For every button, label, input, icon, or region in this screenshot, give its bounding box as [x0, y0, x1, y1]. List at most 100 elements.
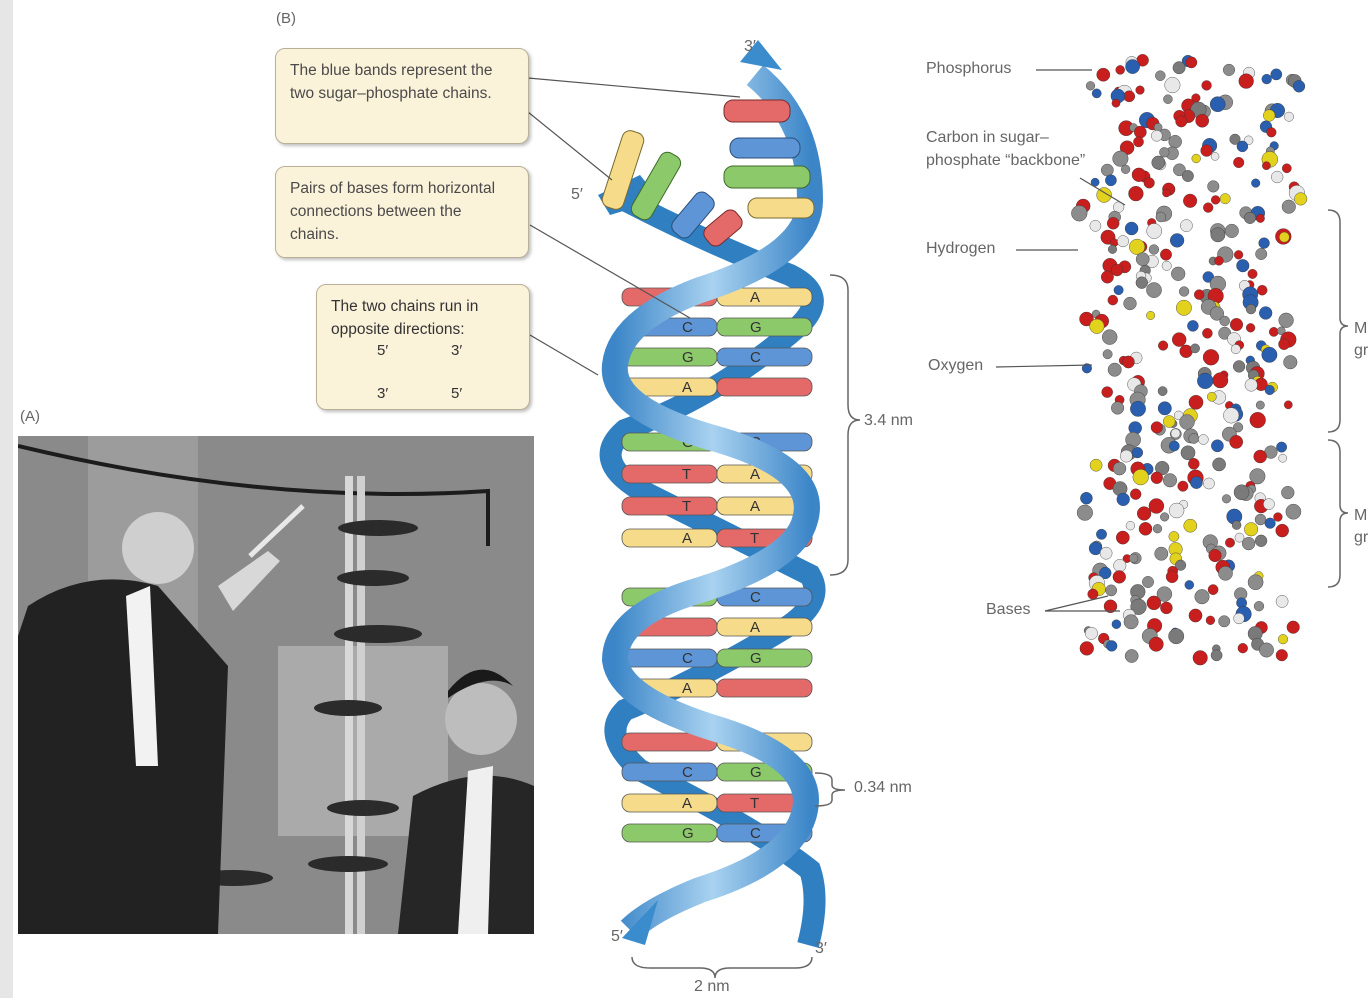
atom-sphere: [1147, 223, 1162, 238]
atom-sphere: [1222, 495, 1231, 504]
base-right: [717, 348, 812, 366]
atom-sphere: [1113, 462, 1126, 475]
atom-sphere: [1279, 313, 1294, 328]
atom-sphere: [1103, 350, 1112, 359]
atom-sphere: [1101, 271, 1113, 283]
atom-sphere: [1211, 152, 1219, 160]
atom-sphere: [1189, 395, 1203, 409]
base-left: [622, 824, 717, 842]
atom-sphere: [1189, 433, 1199, 443]
atom-sphere: [1158, 387, 1167, 396]
base-right: [717, 318, 812, 336]
atom-sphere: [1149, 499, 1164, 514]
atom-sphere: [1183, 194, 1197, 208]
atom-sphere: [1166, 571, 1178, 583]
atom-sphere: [1234, 250, 1243, 259]
atom-sphere: [1107, 217, 1119, 229]
atom-sphere: [1190, 477, 1202, 489]
atom-sphere: [1255, 514, 1266, 525]
callout-blue-bands: The blue bands represent the two sugar–p…: [275, 48, 529, 144]
atom-sphere: [1231, 344, 1240, 353]
atom-sphere: [1090, 459, 1102, 471]
base-letter-right: C: [750, 349, 761, 366]
atom-sphere: [1108, 363, 1121, 376]
atom-sphere: [1162, 261, 1171, 270]
atom-sphere: [1284, 112, 1293, 121]
atom-sphere: [1146, 311, 1154, 319]
atom-sphere: [1254, 601, 1264, 611]
atom-sphere: [1125, 222, 1138, 235]
atom-sphere: [1102, 330, 1117, 345]
atom-sphere: [1220, 316, 1230, 326]
atom-sphere: [1125, 649, 1138, 662]
atom-sphere: [1263, 499, 1274, 510]
atom-sphere: [1136, 253, 1149, 266]
atom-sphere: [1176, 116, 1187, 127]
atom-sphere: [1086, 81, 1095, 90]
atom-sphere: [1269, 327, 1278, 336]
atom-sphere: [1105, 175, 1116, 186]
base-left: [622, 529, 717, 547]
base-left: [622, 497, 717, 515]
atom-sphere: [1286, 504, 1301, 519]
atom-sphere: [1171, 429, 1180, 438]
atom-sphere: [1203, 478, 1214, 489]
atom-sphere: [1153, 524, 1162, 533]
atom-sphere: [1182, 170, 1193, 181]
atom-sphere: [1242, 537, 1255, 550]
atom-sphere: [1281, 486, 1294, 499]
atom-sphere: [1244, 212, 1256, 224]
atom-sphere: [1259, 307, 1272, 320]
base-right: [717, 649, 812, 667]
atom-sphere: [1245, 379, 1258, 392]
atom-sphere: [1293, 80, 1305, 92]
pitch-label: 3.4 nm: [864, 412, 913, 430]
base-left: [622, 649, 717, 667]
atom-sphere: [1225, 224, 1239, 238]
atom-sphere: [1108, 295, 1118, 305]
callout-directions: The two chains run in opposite direction…: [316, 284, 530, 410]
base-left: [622, 763, 717, 781]
atom-sphere: [1106, 585, 1117, 596]
atom-sphere: [1259, 643, 1273, 657]
atom-sphere: [1077, 505, 1093, 521]
atom-sphere: [1282, 200, 1296, 214]
atom-sphere: [1149, 637, 1163, 651]
atom-sphere: [1160, 249, 1171, 260]
atom-sphere: [1220, 194, 1230, 204]
base-letter-left: G: [682, 349, 694, 366]
atom-sphere: [1271, 171, 1283, 183]
atom-sphere: [1234, 613, 1245, 624]
atom-sphere: [1198, 435, 1208, 445]
atom-sphere: [1254, 450, 1267, 463]
atom-sphere: [1116, 531, 1129, 544]
atom-sphere: [1259, 238, 1270, 249]
oxygen-label: Oxygen: [928, 357, 983, 375]
atom-sphere: [1282, 164, 1291, 173]
atom-sphere: [1112, 620, 1121, 629]
atom-sphere: [1134, 126, 1146, 138]
atom-sphere: [1223, 64, 1235, 76]
width-label: 2 nm: [694, 978, 730, 996]
atom-sphere: [1096, 529, 1106, 539]
base-letter-right: C: [750, 589, 761, 606]
atom-sphere: [1279, 339, 1290, 350]
atom-sphere: [1114, 285, 1123, 294]
atom-sphere: [1144, 178, 1155, 189]
atom-sphere: [1210, 97, 1225, 112]
atom-sphere: [1191, 344, 1200, 353]
atom-sphere: [1214, 256, 1223, 265]
atom-sphere: [1230, 435, 1243, 448]
atom-sphere: [1192, 154, 1201, 163]
groove-label-1: M gr: [1354, 318, 1371, 362]
atom-sphere: [1213, 373, 1228, 388]
atom-sphere: [1124, 91, 1135, 102]
atom-sphere: [1179, 287, 1189, 297]
atom-sphere: [1213, 458, 1226, 471]
atom-sphere: [1234, 485, 1249, 500]
atom-sphere: [1160, 602, 1172, 614]
base-letter-left: A: [682, 530, 692, 547]
phosphorus-label: Phosphorus: [926, 60, 1011, 78]
atom-sphere: [1136, 277, 1148, 289]
